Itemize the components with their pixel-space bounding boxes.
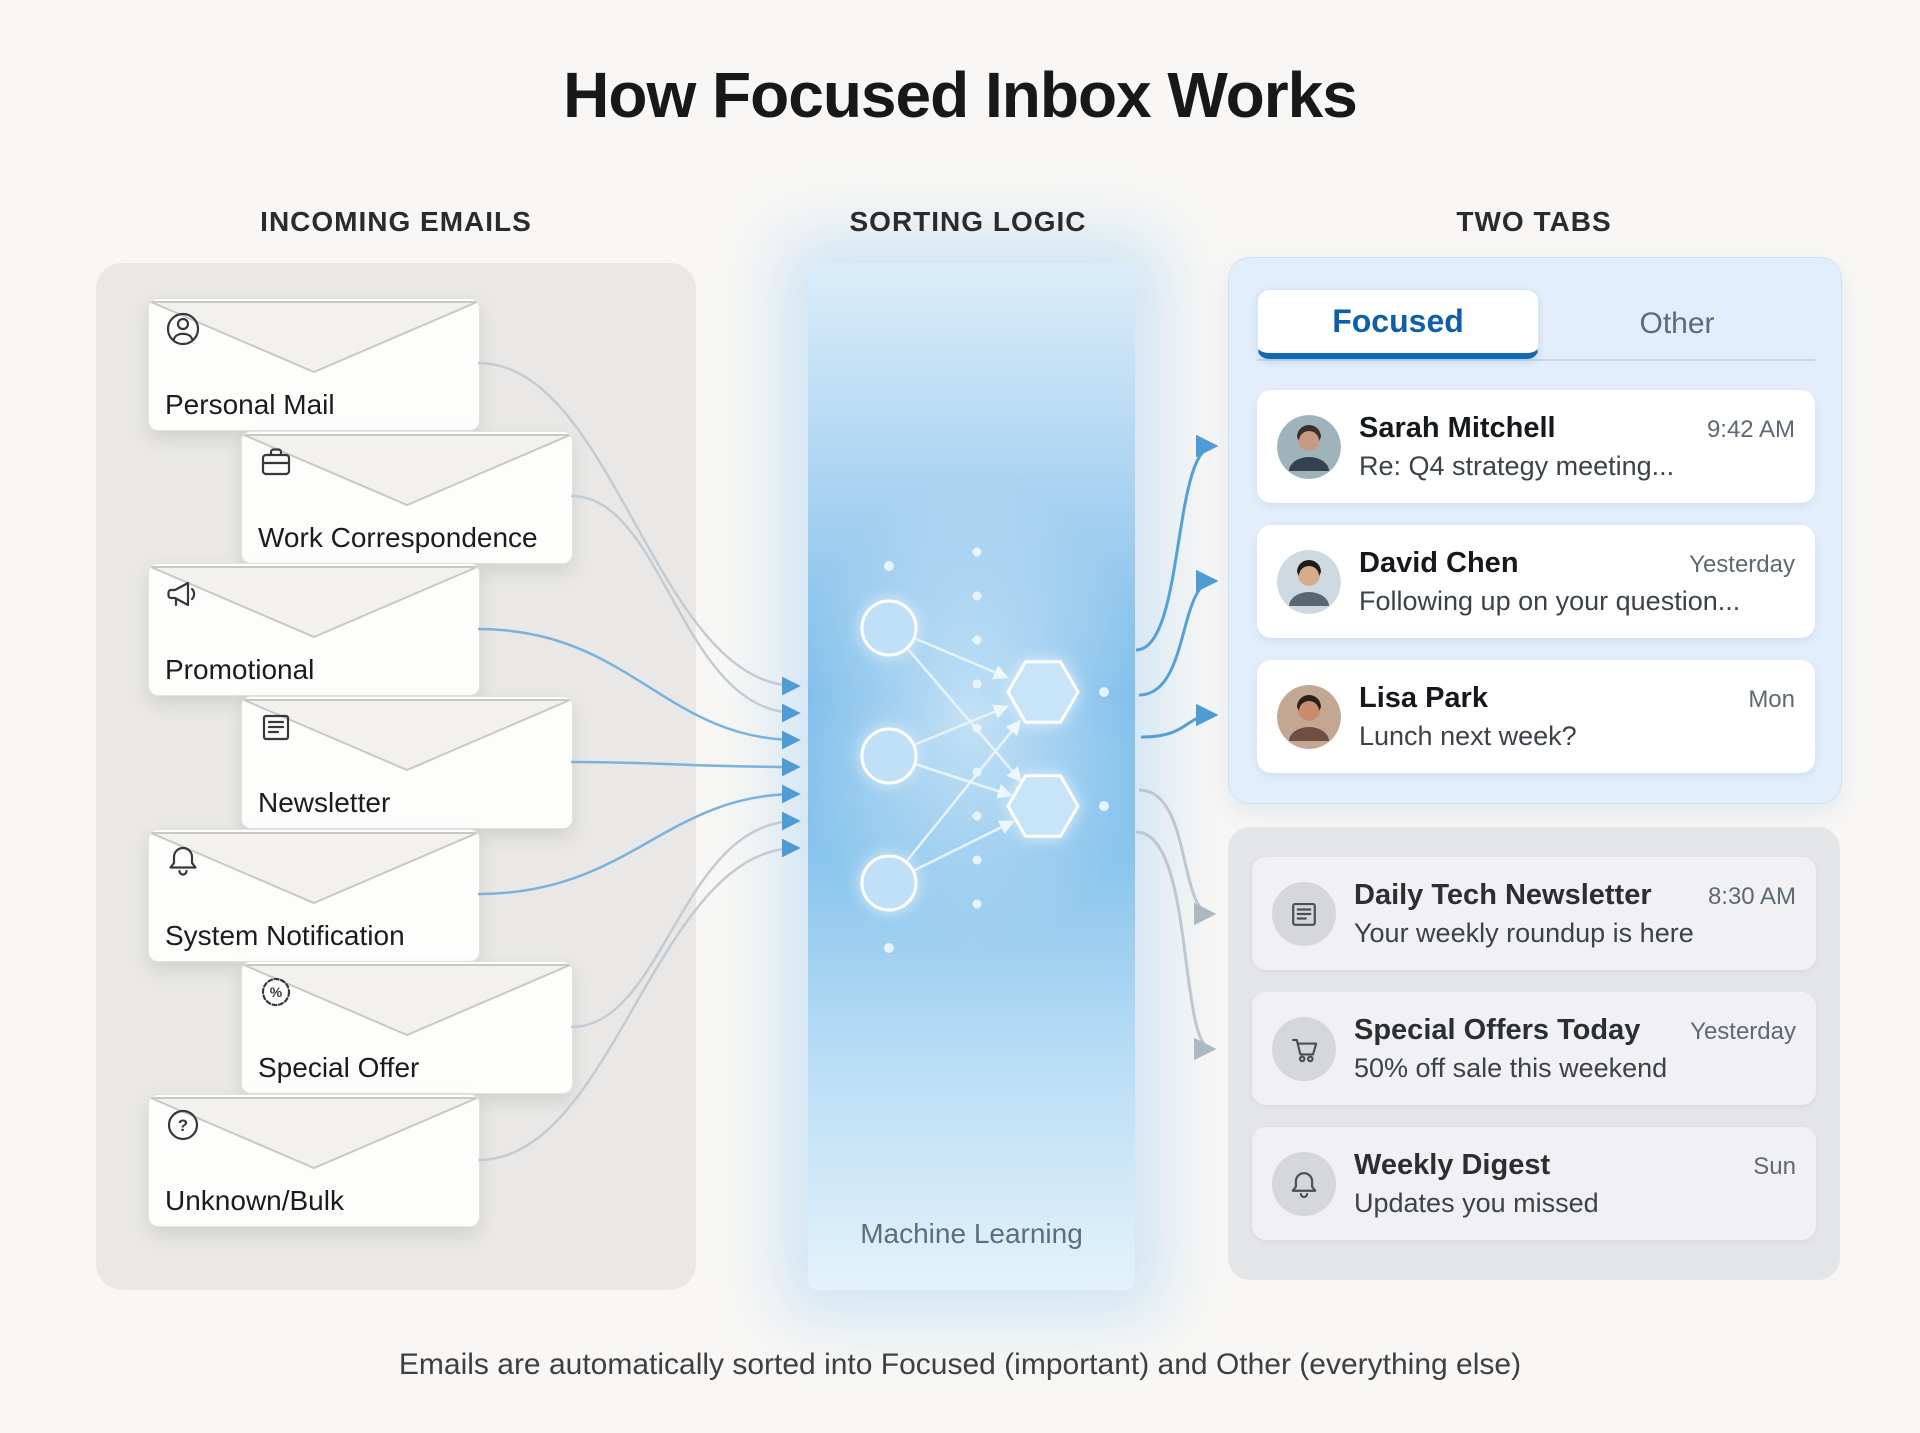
question-icon: ? xyxy=(163,1105,203,1145)
sorting-logic-header: SORTING LOGIC xyxy=(849,206,1087,237)
avatar xyxy=(1277,549,1341,614)
email-time: Yesterday xyxy=(1690,1017,1796,1045)
inbox-tab-bar: Focused Other xyxy=(1257,289,1815,361)
email-texts: Lisa Park Mon Lunch next week? xyxy=(1359,682,1795,752)
newspaper-icon xyxy=(1272,881,1336,946)
email-subject: Your weekly roundup is here xyxy=(1354,917,1694,948)
email-time: Mon xyxy=(1748,685,1795,713)
email-subject: Re: Q4 strategy meeting... xyxy=(1359,450,1675,481)
envelope-promotional: Promotional xyxy=(148,563,480,696)
focused-email-row[interactable]: Sarah Mitchell 9:42 AM Re: Q4 strategy m… xyxy=(1257,390,1815,503)
email-sender: Sarah Mitchell xyxy=(1359,411,1556,444)
incoming-emails-header: INCOMING EMAILS xyxy=(260,206,532,237)
newspaper-icon xyxy=(256,707,296,747)
briefcase-icon xyxy=(256,442,296,482)
output-arrows xyxy=(1135,434,1219,1061)
email-texts: David Chen Yesterday Following up on you… xyxy=(1359,547,1795,617)
envelope-system-notification: System Notification xyxy=(148,829,480,962)
envelope-label: Work Correspondence xyxy=(258,522,538,553)
sorting-logic-band xyxy=(808,263,1135,1290)
email-time: Sun xyxy=(1753,1152,1796,1180)
cart-icon xyxy=(1272,1016,1336,1081)
person-icon xyxy=(163,309,203,349)
email-time: 8:30 AM xyxy=(1707,882,1796,910)
two-tabs-header: TWO TABS xyxy=(1456,206,1612,237)
envelope-label: Unknown/Bulk xyxy=(165,1185,344,1216)
email-sender: David Chen xyxy=(1359,546,1519,579)
focused-email-row[interactable]: David Chen Yesterday Following up on you… xyxy=(1257,525,1815,638)
email-subject: Updates you missed xyxy=(1354,1187,1599,1218)
envelope-label: Promotional xyxy=(165,654,315,685)
email-texts: Sarah Mitchell 9:42 AM Re: Q4 strategy m… xyxy=(1359,412,1795,482)
tab-other[interactable]: Other xyxy=(1639,307,1715,340)
bell-icon xyxy=(163,840,203,880)
other-tab-card: Daily Tech Newsletter 8:30 AM Your weekl… xyxy=(1228,827,1840,1280)
email-sender: Lisa Park xyxy=(1359,681,1488,714)
discount-badge-icon: % xyxy=(256,972,296,1012)
envelope-label: System Notification xyxy=(165,920,405,951)
envelope-flap xyxy=(150,301,478,374)
envelope-work-correspondence: Work Correspondence xyxy=(241,431,573,564)
envelope-newsletter: Newsletter xyxy=(241,696,573,829)
footer-caption: Emails are automatically sorted into Foc… xyxy=(398,1348,1522,1381)
focused-email-row[interactable]: Lisa Park Mon Lunch next week? xyxy=(1257,660,1815,773)
tab-focused[interactable]: Focused xyxy=(1257,289,1539,359)
bell-icon xyxy=(1272,1151,1336,1216)
envelope-unknown-bulk: ? Unknown/Bulk xyxy=(148,1094,480,1227)
envelope-label: Newsletter xyxy=(258,787,391,818)
focused-tab-card: Focused Other Sarah Mitchell 9:42 AM Re:… xyxy=(1228,257,1842,804)
email-subject: Lunch next week? xyxy=(1359,720,1577,751)
email-time: Yesterday xyxy=(1689,550,1795,578)
avatar xyxy=(1277,684,1341,749)
email-subject: Following up on your question... xyxy=(1359,585,1741,616)
envelope-personal-mail: Personal Mail xyxy=(148,298,480,431)
other-email-row[interactable]: Weekly Digest Sun Updates you missed xyxy=(1252,1127,1816,1240)
email-subject: 50% off sale this weekend xyxy=(1354,1052,1668,1083)
envelope-special-offer: % Special Offer xyxy=(241,961,573,1094)
envelope-flap xyxy=(150,1097,478,1170)
other-email-row[interactable]: Daily Tech Newsletter 8:30 AM Your weekl… xyxy=(1252,857,1816,970)
email-texts: Weekly Digest Sun Updates you missed xyxy=(1354,1149,1796,1219)
machine-learning-caption: Machine Learning xyxy=(860,1218,1083,1249)
svg-text:?: ? xyxy=(178,1116,188,1135)
page-title: How Focused Inbox Works xyxy=(563,59,1358,131)
email-time: 9:42 AM xyxy=(1706,415,1795,443)
envelope-label: Personal Mail xyxy=(165,389,335,420)
envelope-flap xyxy=(150,566,478,639)
megaphone-icon xyxy=(163,574,203,614)
envelope-flap xyxy=(150,832,478,905)
other-email-row[interactable]: Special Offers Today Yesterday 50% off s… xyxy=(1252,992,1816,1105)
email-sender: Special Offers Today xyxy=(1354,1013,1641,1046)
email-texts: Special Offers Today Yesterday 50% off s… xyxy=(1354,1014,1796,1084)
email-sender: Daily Tech Newsletter xyxy=(1354,878,1652,911)
envelope-label: Special Offer xyxy=(258,1052,420,1083)
email-texts: Daily Tech Newsletter 8:30 AM Your weekl… xyxy=(1354,879,1796,949)
email-sender: Weekly Digest xyxy=(1354,1148,1551,1181)
avatar xyxy=(1277,414,1341,479)
svg-text:%: % xyxy=(270,984,283,1000)
